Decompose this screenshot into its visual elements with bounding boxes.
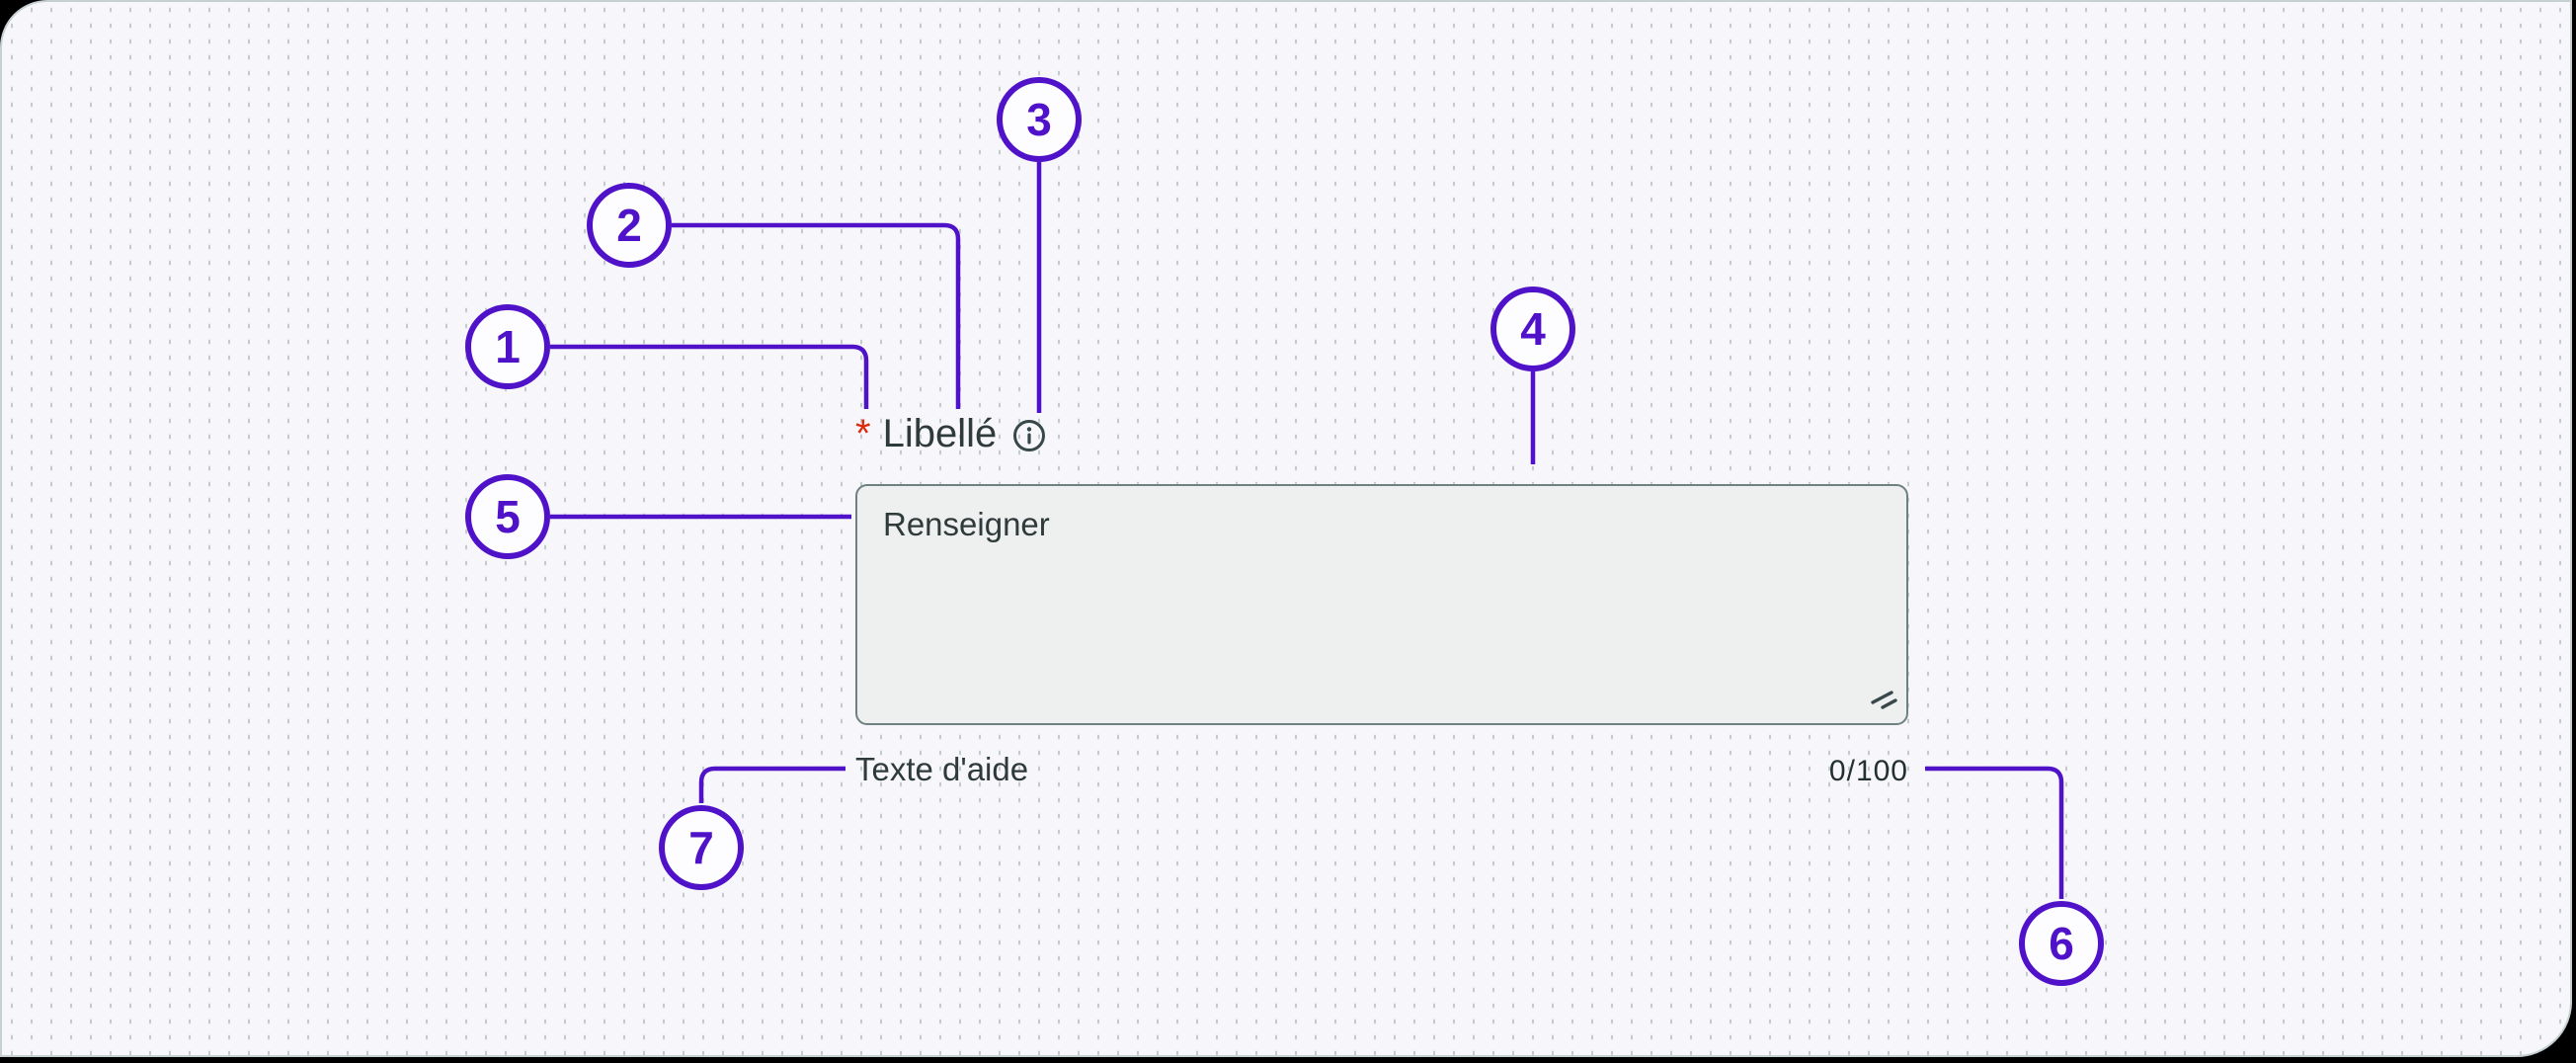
field-label-row: * Libellé xyxy=(855,413,1046,454)
textarea-input[interactable] xyxy=(855,484,1908,725)
callout-badge-6: 6 xyxy=(2019,901,2104,986)
character-counter: 0/100 xyxy=(1828,755,1908,787)
field-helper-row: Texte d'aide 0/100 xyxy=(855,751,1908,788)
callout-badge-4: 4 xyxy=(1490,286,1575,371)
callout-badge-2: 2 xyxy=(587,183,672,268)
field-label: Libellé xyxy=(882,412,998,455)
callout-badge-5: 5 xyxy=(465,474,550,559)
helper-text: Texte d'aide xyxy=(855,751,1029,787)
callout-badge-3: 3 xyxy=(997,77,1082,162)
callout-badge-1: 1 xyxy=(465,304,550,389)
required-asterisk: * xyxy=(855,412,871,455)
info-icon[interactable] xyxy=(1012,419,1046,452)
callout-badge-7: 7 xyxy=(659,805,744,890)
